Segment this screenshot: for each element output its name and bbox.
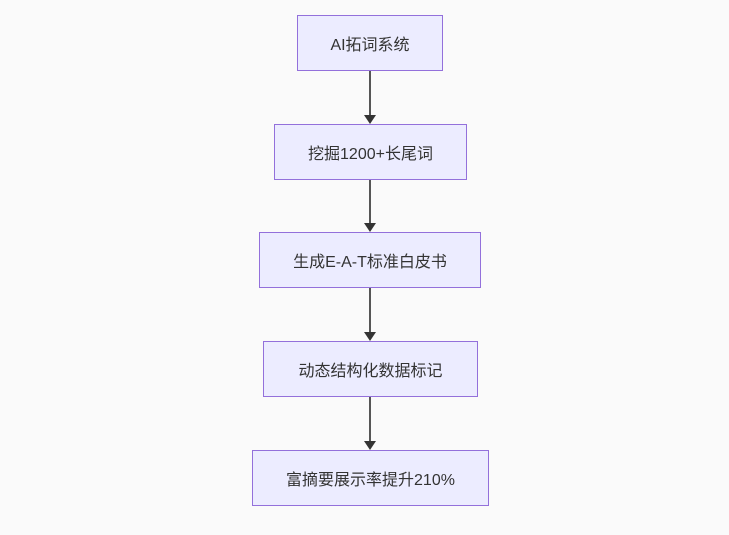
arrow-down-icon bbox=[364, 223, 376, 232]
flowchart-node-ai-word-expansion-system: AI拓词系统 bbox=[297, 15, 443, 71]
node-label: 挖掘1200+长尾词 bbox=[308, 146, 433, 163]
arrow-down-icon bbox=[364, 332, 376, 341]
edge-line-n1-n2 bbox=[369, 71, 371, 115]
flowchart-node-rich-snippet-rate-increase: 富摘要展示率提升210% bbox=[252, 450, 489, 506]
arrow-down-icon bbox=[364, 115, 376, 124]
node-label: 生成E-A-T标准白皮书 bbox=[293, 254, 447, 271]
edge-line-n4-n5 bbox=[369, 397, 371, 441]
node-label: 动态结构化数据标记 bbox=[298, 363, 443, 380]
arrow-down-icon bbox=[364, 441, 376, 450]
flowchart-node-mine-longtail-keywords: 挖掘1200+长尾词 bbox=[274, 124, 467, 180]
edge-line-n3-n4 bbox=[369, 288, 371, 332]
node-label: 富摘要展示率提升210% bbox=[286, 472, 455, 489]
node-label: AI拓词系统 bbox=[330, 37, 410, 54]
edge-line-n2-n3 bbox=[369, 180, 371, 223]
flowchart-node-dynamic-structured-data-markup: 动态结构化数据标记 bbox=[263, 341, 478, 397]
flowchart-node-generate-eat-whitepaper: 生成E-A-T标准白皮书 bbox=[259, 232, 481, 288]
